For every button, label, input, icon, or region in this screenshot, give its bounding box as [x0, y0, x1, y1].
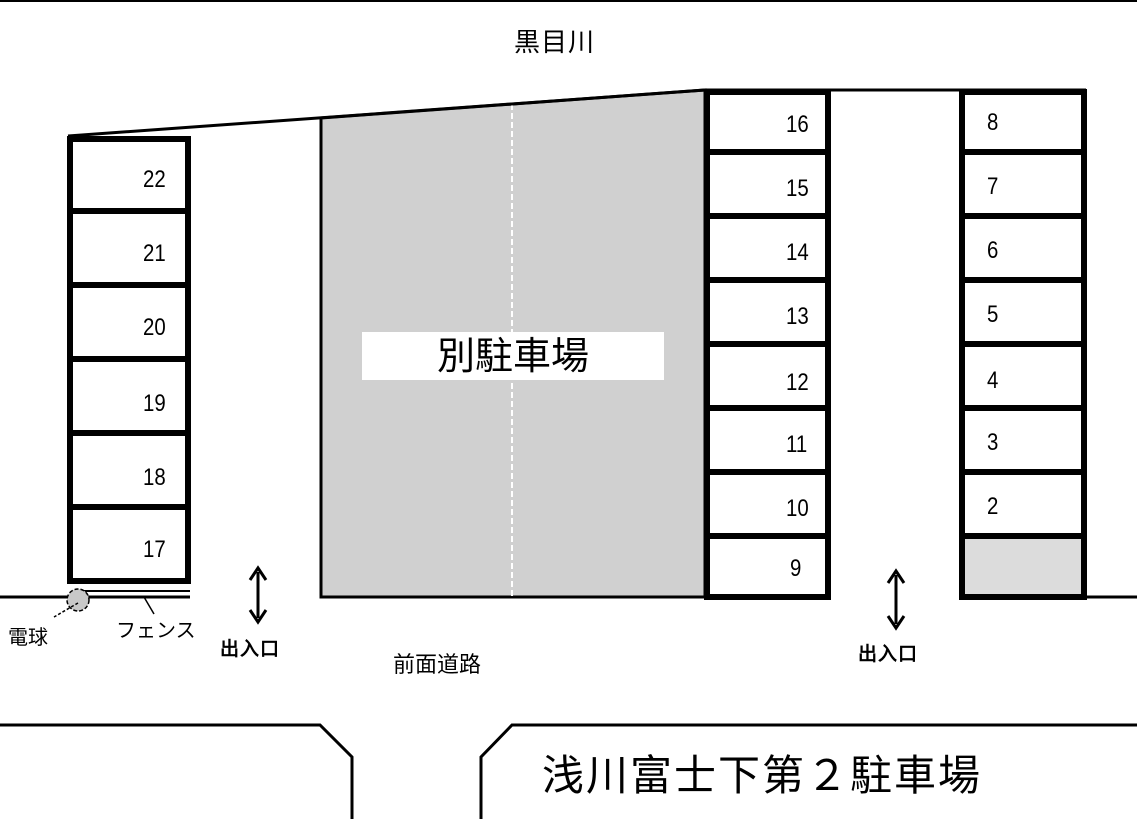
- parking-stall-3[interactable]: 3: [959, 405, 1087, 475]
- parking-stall-15[interactable]: 15: [704, 149, 831, 219]
- parking-stall-21[interactable]: 21: [67, 208, 191, 288]
- stall-number: 12: [786, 369, 809, 396]
- parking-stall-19[interactable]: 19: [67, 356, 191, 436]
- parking-stall-22[interactable]: 22: [67, 136, 191, 214]
- stall-number: 20: [143, 314, 166, 341]
- parking-stall-13[interactable]: 13: [704, 277, 831, 347]
- stall-number: 17: [143, 536, 166, 563]
- stall-number: 14: [786, 239, 809, 266]
- stall-number: 7: [987, 173, 999, 200]
- stall-number: 11: [786, 431, 808, 458]
- fence-label: フェンス: [116, 618, 196, 642]
- parking-stall-14[interactable]: 14: [704, 213, 831, 283]
- parking-stall-9[interactable]: 9: [704, 533, 831, 600]
- light-bulb-icon: [66, 588, 90, 612]
- double-vertical-arrow-icon: [248, 565, 268, 625]
- parking-stall-6[interactable]: 6: [959, 213, 1087, 283]
- stall-number: 8: [987, 109, 999, 136]
- front-road-label: 前面道路: [393, 653, 482, 678]
- light-label: 電球: [8, 625, 48, 649]
- stall-number: 22: [143, 166, 166, 193]
- parking-stall-10[interactable]: 10: [704, 469, 831, 539]
- parking-stall-20[interactable]: 20: [67, 282, 191, 362]
- stall-number: 6: [987, 237, 999, 264]
- stall-number: 9: [790, 555, 802, 582]
- stall-number: 10: [786, 495, 809, 522]
- reserved-stall: [959, 533, 1087, 600]
- page-title: 浅川富士下第２駐車場: [542, 751, 983, 800]
- stall-number: 4: [987, 367, 999, 394]
- stall-number: 18: [143, 464, 166, 491]
- parking-stall-17[interactable]: 17: [67, 504, 191, 584]
- parking-stall-11[interactable]: 11: [704, 405, 831, 475]
- parking-stall-12[interactable]: 12: [704, 341, 831, 411]
- exit-label-right: 出入口: [858, 643, 919, 665]
- river-label: 黒目川: [514, 28, 596, 58]
- stall-number: 3: [987, 429, 999, 456]
- parking-stall-8[interactable]: 8: [959, 89, 1087, 155]
- stall-number: 15: [786, 175, 809, 202]
- parking-stall-7[interactable]: 7: [959, 149, 1087, 219]
- parking-stall-2[interactable]: 2: [959, 469, 1087, 539]
- parking-stall-18[interactable]: 18: [67, 430, 191, 510]
- stall-number: 13: [786, 303, 809, 330]
- stall-number: 2: [987, 493, 999, 520]
- parking-stall-16[interactable]: 16: [704, 89, 831, 155]
- double-vertical-arrow-icon: [886, 568, 906, 631]
- stall-number: 21: [143, 240, 166, 267]
- stall-number: 5: [987, 301, 999, 328]
- parking-stall-4[interactable]: 4: [959, 341, 1087, 411]
- stall-number: 19: [143, 390, 166, 417]
- stall-number: 16: [786, 111, 809, 138]
- other-lot-label: 別駐車場: [362, 332, 664, 380]
- parking-stall-5[interactable]: 5: [959, 277, 1087, 347]
- exit-label-left: 出入口: [220, 638, 281, 660]
